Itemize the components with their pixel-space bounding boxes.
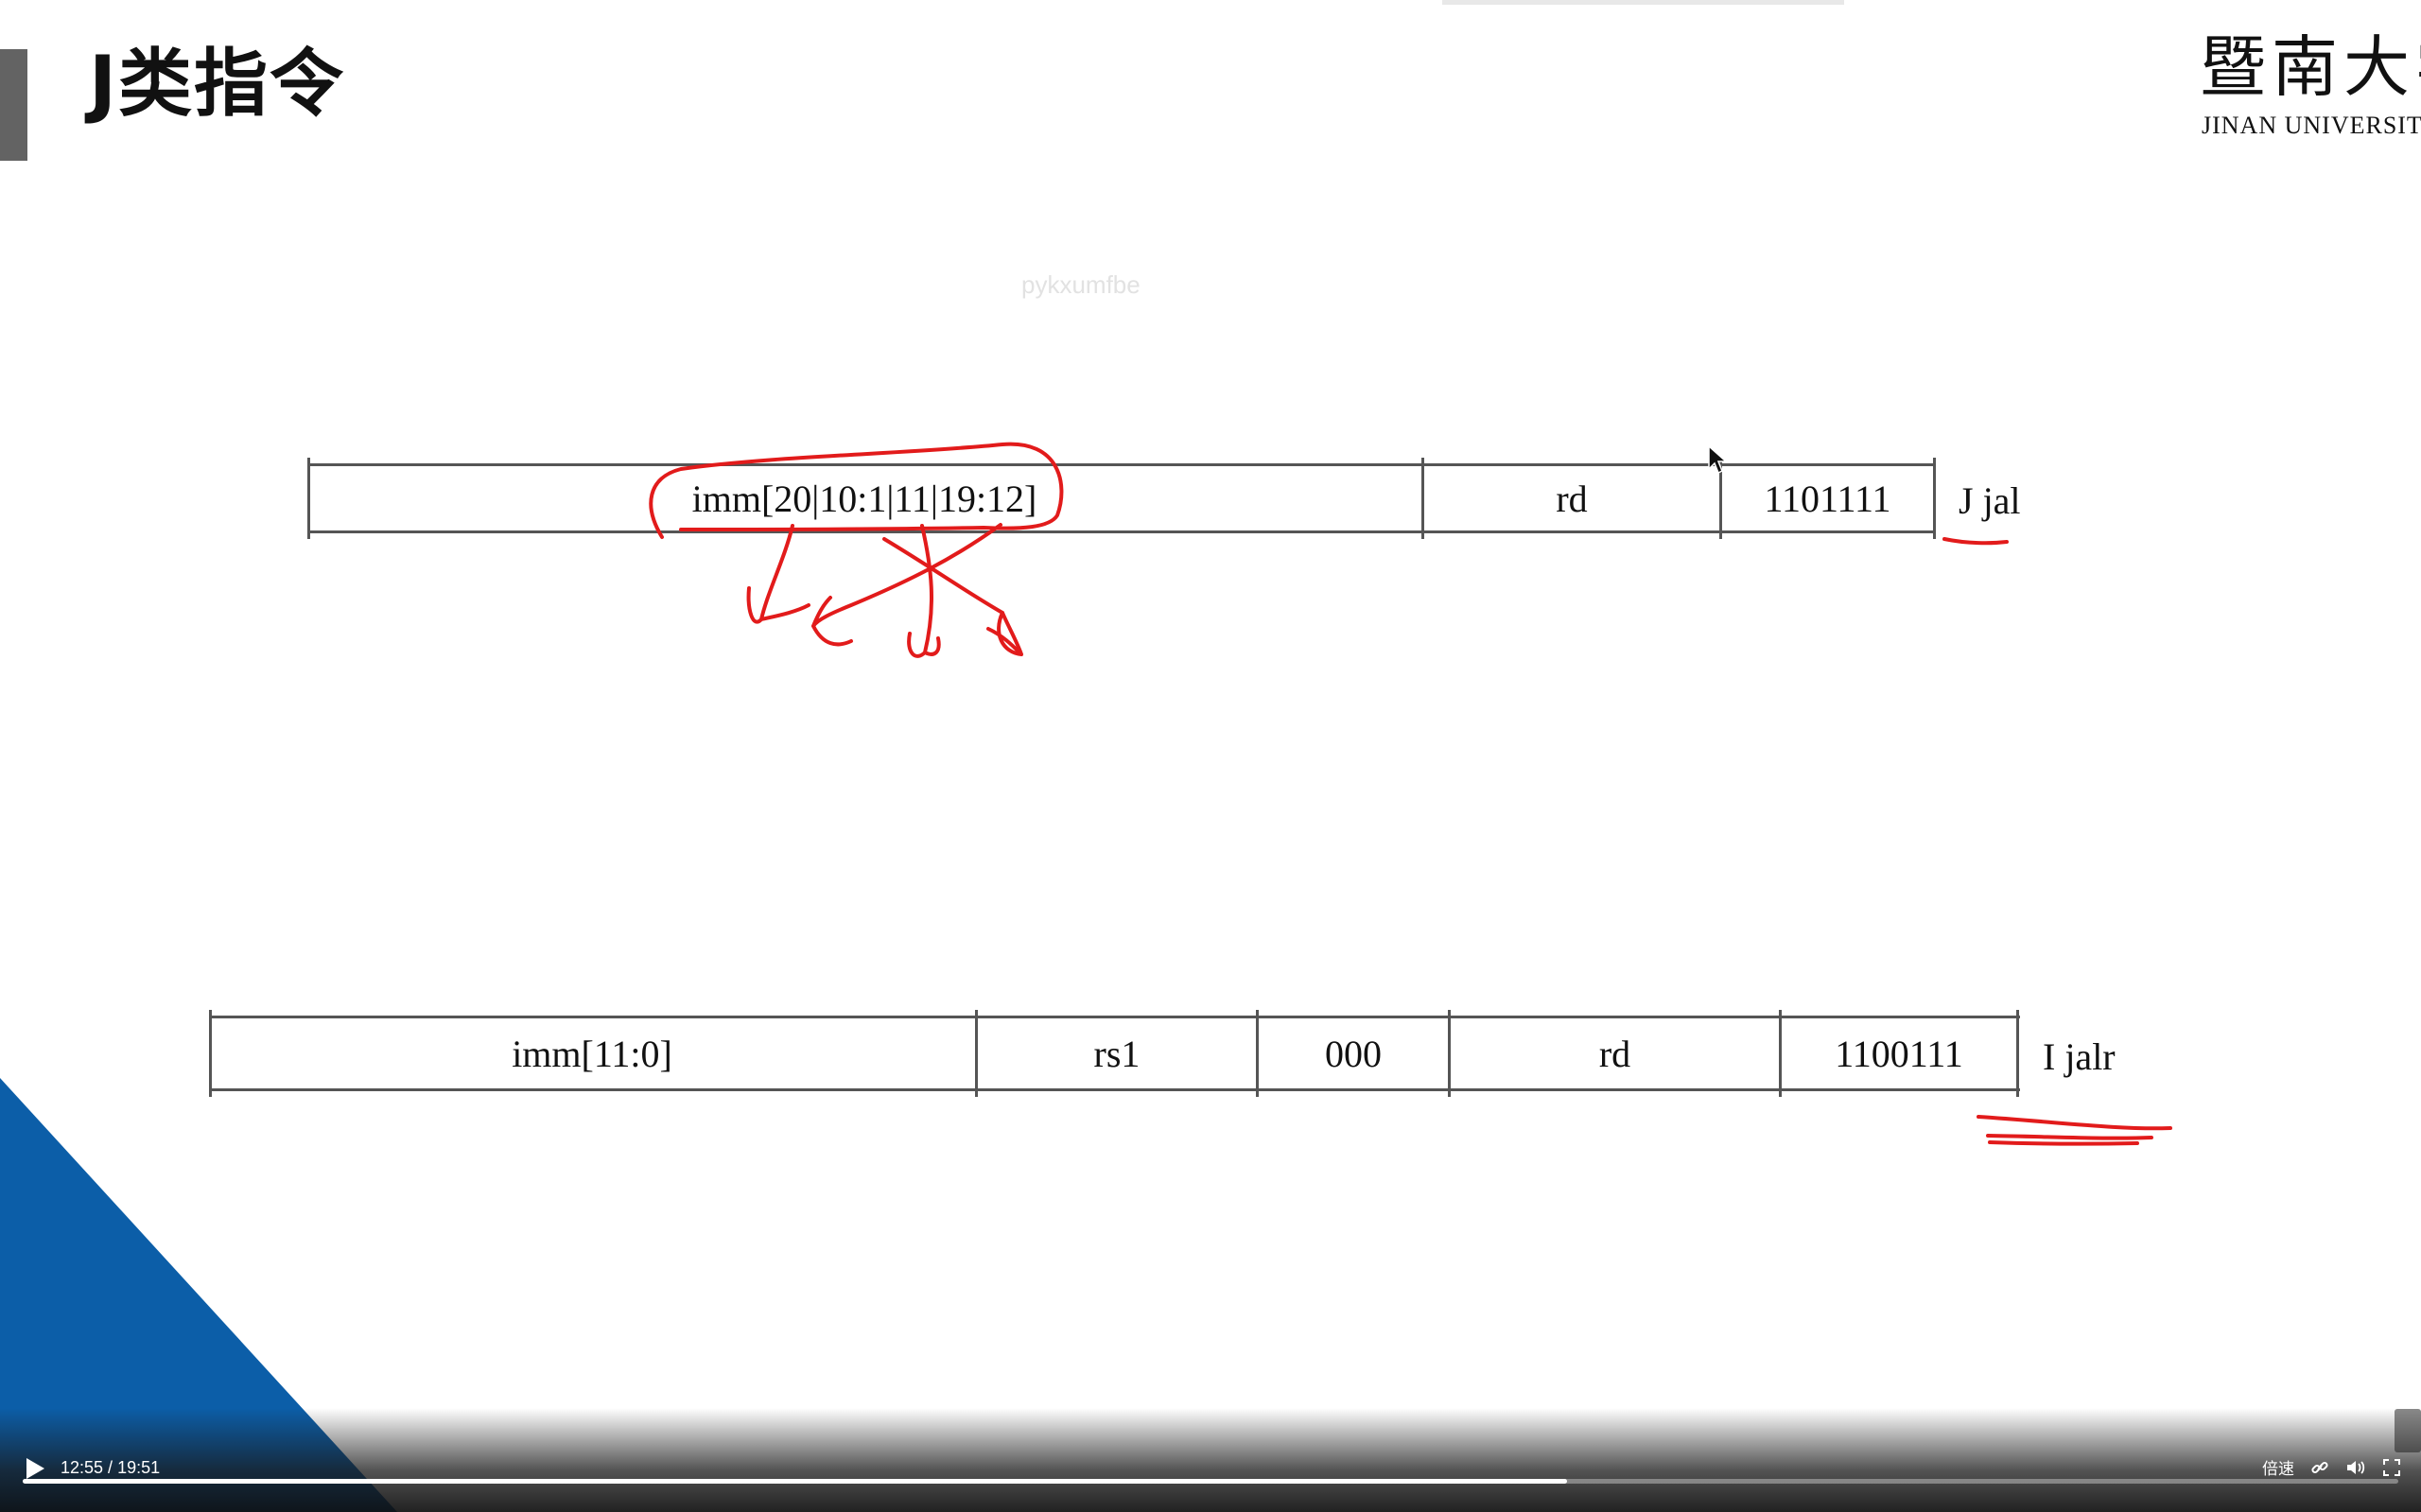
duration: 19:51 [117, 1458, 161, 1477]
player-overlay [0, 1408, 2421, 1512]
jal-format-label: J jal [1959, 479, 2021, 522]
table-divider [1256, 1010, 1259, 1097]
table-border [307, 463, 1936, 466]
university-logo-en: JINAN UNIVERSITY [2202, 112, 2421, 139]
annotation-underline [1942, 537, 2009, 546]
volume-icon[interactable] [2345, 1457, 2366, 1478]
link-icon[interactable] [2309, 1457, 2330, 1478]
watermark: pykxumfbe [1021, 270, 1141, 299]
table-divider [1719, 458, 1722, 539]
jalr-format-label: I jalr [2043, 1035, 2116, 1078]
table-border [209, 1016, 2020, 1018]
annotation-arrow [746, 524, 810, 624]
progress-fill [23, 1479, 1567, 1484]
annotation-arrow [811, 523, 1002, 647]
table-divider [1933, 458, 1936, 539]
jal-field-opcode: 1101111 [1764, 477, 1891, 520]
table-divider [2016, 1010, 2019, 1097]
top-tab [1442, 0, 1844, 5]
table-border [209, 1088, 2020, 1091]
jal-format-table: imm[20|10:1|11|19:12] rd 1101111 [307, 458, 1936, 539]
time-separator: / [103, 1458, 118, 1477]
annotation-arrow [882, 537, 1023, 656]
speed-button[interactable]: 倍速 [2262, 1460, 2294, 1479]
fullscreen-icon[interactable] [2381, 1457, 2402, 1478]
table-divider [1448, 1010, 1451, 1097]
annotation-underline [1988, 1140, 2139, 1146]
jalr-field-opcode: 1100111 [1835, 1032, 1963, 1075]
jalr-field-funct3: 000 [1325, 1032, 1382, 1075]
current-time: 12:55 [61, 1458, 104, 1477]
video-player-controls: 12:55 / 19:51 倍速 [0, 1408, 2421, 1512]
progress-bar[interactable] [23, 1479, 2398, 1484]
jalr-format-table: imm[11:0] rs1 000 rd 1100111 [209, 1010, 2020, 1097]
jal-field-imm: imm[20|10:1|11|19:12] [691, 477, 1037, 520]
table-divider [1421, 458, 1424, 539]
title-accent-bar [0, 49, 27, 161]
time-display: 12:55 / 19:51 [61, 1458, 160, 1478]
slide-title: J类指令 [89, 42, 346, 127]
jal-field-rd: rd [1556, 477, 1588, 520]
jalr-field-imm: imm[11:0] [512, 1032, 672, 1075]
table-border [307, 530, 1936, 533]
annotation-underline [1986, 1134, 2153, 1140]
player-right-controls: 倍速 [2262, 1455, 2402, 1479]
table-divider [1779, 1010, 1782, 1097]
play-icon[interactable] [23, 1455, 47, 1482]
annotation-arrow [907, 524, 941, 658]
annotation-underline [1977, 1115, 2172, 1131]
table-divider [975, 1010, 978, 1097]
mouse-cursor-icon [1708, 444, 1728, 475]
jalr-field-rs1: rs1 [1093, 1032, 1141, 1075]
university-logo-cn: 暨南大学 [2200, 28, 2421, 106]
jalr-field-rd: rd [1598, 1032, 1631, 1075]
table-divider [307, 458, 310, 539]
